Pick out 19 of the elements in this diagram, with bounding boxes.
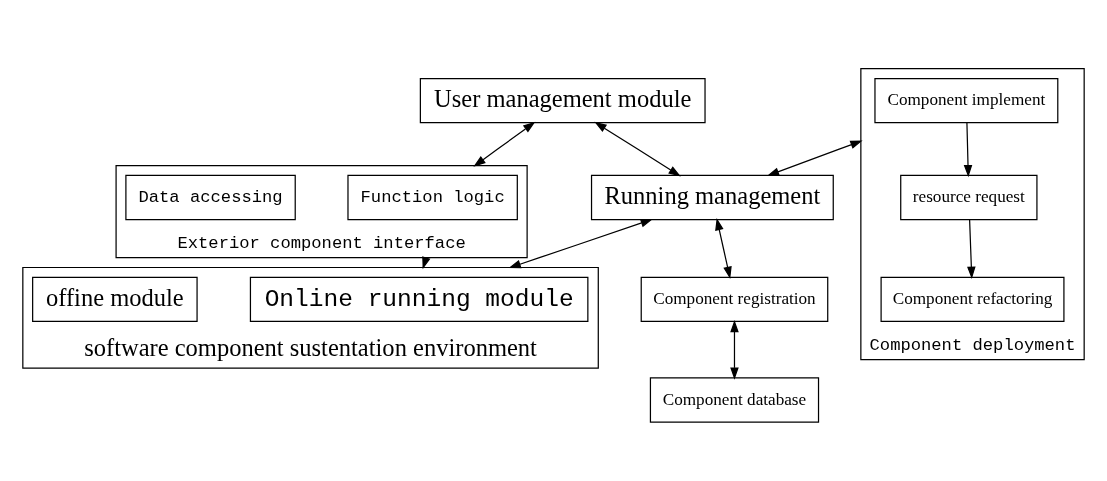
node-box: Component refactoring — [880, 276, 1065, 323]
arrow — [730, 320, 739, 380]
arrow — [508, 218, 653, 269]
node-box: Function logic — [347, 174, 518, 221]
node-box: Data accessing — [125, 174, 296, 221]
node-box: Running management — [590, 174, 834, 221]
arrow — [715, 218, 732, 279]
node-box: Component implement — [874, 77, 1059, 124]
arrow — [473, 121, 536, 167]
node-box: Online running module — [249, 276, 589, 323]
node-box: offine module — [32, 276, 198, 323]
node-box: User management module — [419, 77, 706, 124]
arrow — [967, 219, 976, 279]
node-box: Component registration — [640, 276, 829, 323]
arrow — [963, 122, 973, 178]
arrow — [766, 140, 863, 177]
arrow — [594, 121, 681, 177]
node-box: Component database — [649, 377, 820, 423]
node-box: resource request — [900, 174, 1038, 221]
